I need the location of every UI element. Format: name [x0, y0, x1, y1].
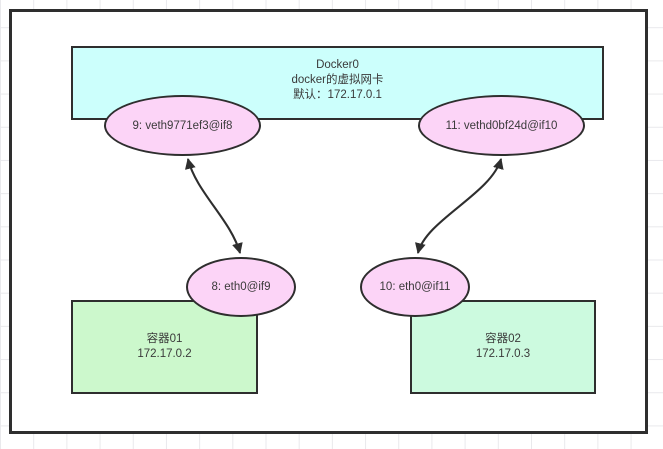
- container01-label: 容器01 172.17.0.2: [137, 333, 192, 360]
- docker0-label: Docker0 docker的虚拟网卡 默认：172.17.0.1: [291, 59, 384, 101]
- host-interface-veth9771ef3[interactable]: 9: veth9771ef3@if8: [104, 95, 261, 156]
- container-interface-eth0-if11-label: 10: eth0@if11: [379, 281, 451, 293]
- container02-box[interactable]: 容器02 172.17.0.3: [410, 300, 596, 394]
- host-interface-veth9771ef3-label: 9: veth9771ef3@if8: [132, 119, 233, 132]
- container02-label: 容器02 172.17.0.3: [475, 333, 531, 360]
- container-interface-eth0-if9[interactable]: 8: eth0@if9: [186, 257, 296, 317]
- container-interface-eth0-if11[interactable]: 10: eth0@if11: [360, 257, 470, 317]
- host-interface-vethd0bf24d-label: 11: vethd0bf24d@if10: [445, 119, 558, 132]
- host-interface-vethd0bf24d[interactable]: 11: vethd0bf24d@if10: [418, 95, 585, 156]
- container-interface-eth0-if9-label: 8: eth0@if9: [211, 281, 271, 293]
